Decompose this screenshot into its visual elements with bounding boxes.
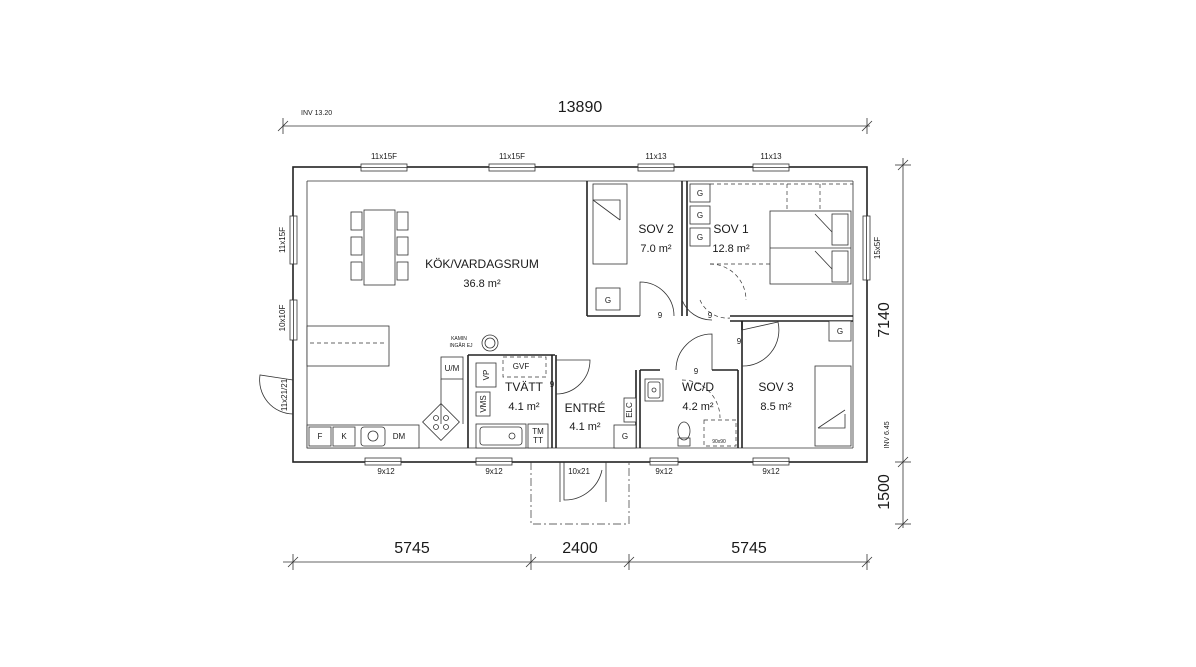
bedroom2-g-label: G bbox=[605, 296, 611, 305]
windows bbox=[289, 163, 871, 466]
kitchen-counter: F K DM bbox=[306, 424, 420, 449]
window-label-top-3: 11x13 bbox=[645, 152, 667, 161]
bedroom3-name: SOV 3 bbox=[758, 380, 794, 394]
entrance-area: 4.1 m² bbox=[569, 421, 601, 433]
vp-label: VP bbox=[482, 370, 491, 381]
entrance-g-label: G bbox=[622, 432, 628, 441]
window-label-right-1: 15x5F bbox=[873, 237, 882, 259]
dishwasher-label: DM bbox=[393, 432, 406, 441]
bedroom3-g-label: G bbox=[837, 327, 843, 336]
window-label-bottom-door: 10x21 bbox=[568, 467, 590, 476]
bedroom1-g-label-2: G bbox=[697, 211, 703, 220]
window-label-top-1: 11x15F bbox=[371, 152, 397, 161]
total-width-label: 13890 bbox=[558, 99, 603, 116]
kitchen-living-area: 36.8 m² bbox=[463, 278, 501, 290]
bedroom3-area: 8.5 m² bbox=[760, 401, 792, 413]
window-label-bottom-1: 9x12 bbox=[377, 467, 395, 476]
wc-area: 4.2 m² bbox=[682, 401, 714, 413]
shower-label: 90x90 bbox=[712, 439, 726, 445]
window-label-top-2: 11x15F bbox=[499, 152, 525, 161]
bedroom1-g-label-3: G bbox=[697, 233, 703, 242]
freezer-label: K bbox=[341, 432, 347, 441]
bedroom2-bed: G 9 bbox=[592, 183, 663, 320]
doors bbox=[259, 263, 780, 501]
bedroom1-furniture: G G G 9 bbox=[689, 183, 853, 320]
laundry-nine-label: 9 bbox=[550, 380, 555, 389]
bedroom1-nine-label: 9 bbox=[708, 311, 713, 320]
tm-label: TM bbox=[532, 427, 544, 436]
window-label-left-1: 11x15F bbox=[278, 227, 287, 253]
um-label: U/M bbox=[445, 364, 460, 373]
dimension-lines: INV 13.20 13890 7140 1500 INV 6.45 5745 … bbox=[277, 99, 911, 570]
interior-walls bbox=[467, 181, 853, 448]
window-label-left-door: 11x21/21 bbox=[280, 378, 289, 411]
fridge-label: F bbox=[318, 432, 323, 441]
bedroom3-furniture: G 9 bbox=[737, 320, 852, 447]
tt-label: TT bbox=[533, 436, 543, 445]
window-label-bottom-4: 9x12 bbox=[762, 467, 780, 476]
kamin-stove: KAMIN INGÅR EJ bbox=[449, 334, 499, 352]
kitchen-living-name: KÖK/VARDAGSRUM bbox=[425, 257, 539, 271]
bedroom1-name: SOV 1 bbox=[713, 222, 749, 236]
window-label-bottom-2: 9x12 bbox=[485, 467, 503, 476]
furniture: F K DM U/M KAMIN INGÅR EJ VP GVF bbox=[306, 183, 853, 449]
kitchen-island bbox=[306, 325, 390, 367]
wc-nine-label: 9 bbox=[694, 367, 699, 376]
kamin-label-2: INGÅR EJ bbox=[449, 342, 473, 349]
inv-right-label: INV 6.45 bbox=[884, 421, 891, 448]
depth-label: 7140 bbox=[876, 302, 893, 338]
bedroom3-nine-label: 9 bbox=[737, 337, 742, 346]
bottom-left-dim: 5745 bbox=[394, 540, 430, 557]
entrance-depth-label: 1500 bbox=[876, 474, 893, 510]
window-label-top-4: 11x13 bbox=[760, 152, 782, 161]
gvf-label: GVF bbox=[513, 362, 530, 371]
window-label-left-2: 10x10F bbox=[278, 305, 287, 332]
wc-fixtures: 90x90 9 bbox=[644, 367, 737, 447]
laundry-name: TVÄTT bbox=[505, 380, 544, 394]
bedroom1-area: 12.8 m² bbox=[712, 243, 750, 255]
kamin-label-1: KAMIN bbox=[451, 336, 467, 342]
inv-top-label: INV 13.20 bbox=[301, 110, 332, 117]
porch bbox=[530, 462, 630, 525]
window-labels: 11x15F 11x15F 11x13 11x13 11x15F 10x10F … bbox=[278, 152, 882, 476]
exterior-walls bbox=[292, 166, 868, 463]
laundry-area: 4.1 m² bbox=[508, 401, 540, 413]
bottom-mid-dim: 2400 bbox=[562, 540, 598, 557]
entrance-name: ENTRÉ bbox=[565, 400, 606, 415]
dining-table bbox=[350, 209, 409, 286]
bedroom1-g-label-1: G bbox=[697, 189, 703, 198]
laundry-fixtures: VP GVF VMS TM TT 9 bbox=[475, 356, 555, 449]
room-labels: KÖK/VARDAGSRUM 36.8 m² SOV 2 7.0 m² SOV … bbox=[425, 222, 794, 433]
bedroom2-area: 7.0 m² bbox=[640, 243, 672, 255]
vms-label: VMS bbox=[479, 395, 488, 412]
bottom-right-dim: 5745 bbox=[731, 540, 767, 557]
bedroom2-name: SOV 2 bbox=[638, 222, 674, 236]
bedroom2-nine-label: 9 bbox=[658, 311, 663, 320]
window-label-bottom-3: 9x12 bbox=[655, 467, 673, 476]
wc-name: WC/D bbox=[682, 380, 714, 394]
elc-label: ELC bbox=[625, 402, 634, 418]
